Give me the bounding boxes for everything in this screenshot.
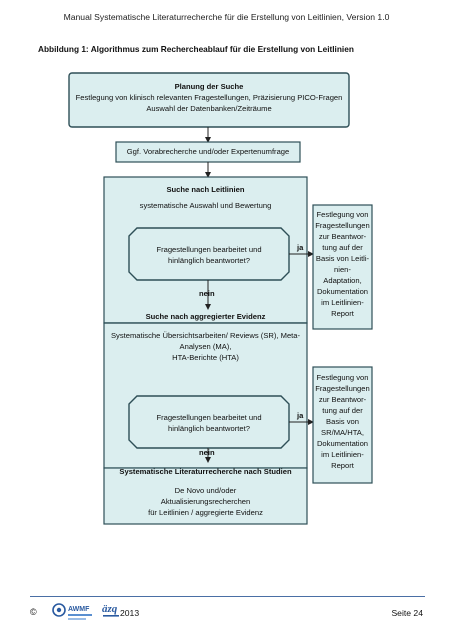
- side-note-2: Festlegung von Fragestellungen zur Beant…: [313, 372, 372, 471]
- decision-2-shape: [128, 395, 290, 449]
- decision-1-line-2: hinlänglich beantwortet?: [168, 256, 250, 265]
- side-note-1-line: Dokumentation: [316, 287, 369, 296]
- side-note-1-line: Basis von Leitli-: [315, 254, 370, 263]
- decision-2-line-1: Fragestellungen bearbeitet und: [156, 413, 262, 422]
- aggregated-search-title: Suche nach aggregierter Evidenz: [145, 312, 266, 321]
- side-note-1-line: tung auf der: [322, 243, 363, 252]
- aezq-logo-icon: äzq: [102, 603, 119, 617]
- side-note-1-line: Festlegung von: [316, 210, 369, 219]
- side-box-1: [312, 204, 373, 330]
- figure-caption: Abbildung 1: Algorithmus zum Rechercheab…: [38, 44, 354, 54]
- decision-2-line-2: hinlänglich beantwortet?: [168, 424, 250, 433]
- planning-box: [68, 72, 350, 128]
- side-note-2-line: im Leitlinien-: [321, 450, 364, 459]
- aggregated-search-line-2: Analysen (MA),: [179, 342, 232, 351]
- side-note-2-line: Basis von: [326, 417, 359, 426]
- side-note-1-line: Adaptation,: [323, 276, 362, 285]
- svg-text:AWMF: AWMF: [68, 606, 90, 613]
- planning-line-1: Festlegung von klinisch relevanten Frage…: [75, 93, 343, 102]
- planning-box-text: Planung der Suche Festlegung von klinisc…: [69, 81, 349, 114]
- decision-1-shape: [128, 227, 290, 281]
- copyright-symbol: ©: [30, 607, 37, 617]
- decision-2-text: Fragestellungen bearbeitet und hinlängli…: [129, 412, 289, 434]
- side-note-2-line: Festlegung von: [316, 373, 369, 382]
- decision-1-text: Fragestellungen bearbeitet und hinlängli…: [129, 244, 289, 266]
- aggregated-search-line-3: HTA-Berichte (HTA): [172, 353, 239, 362]
- literature-search-line-3: für Leitlinien / aggregierte Evidenz: [148, 508, 263, 517]
- side-note-1-line: Fragestellungen: [315, 221, 370, 230]
- page-number: Seite 24: [391, 608, 423, 618]
- document-header: Manual Systematische Literaturrecherche …: [63, 12, 390, 22]
- side-note-2-line: Fragestellungen: [315, 384, 370, 393]
- literature-search-line-2: Aktualisierungsrecherchen: [160, 497, 251, 506]
- side-note-2-line: Dokumentation: [316, 439, 369, 448]
- aggregated-search-line-1: Systematische Übersichtsarbeiten/ Review…: [110, 331, 301, 340]
- yes-label-2: ja: [297, 411, 304, 420]
- awmf-logo-icon: AWMF: [52, 603, 92, 620]
- side-note-2-line: zur Beantwor-: [318, 395, 367, 404]
- side-box-2: [312, 366, 373, 484]
- guideline-search-title: Suche nach Leitlinien: [166, 185, 245, 194]
- no-label-2: nein: [199, 448, 215, 457]
- side-note-2-line: tung auf der: [322, 406, 363, 415]
- side-note-2-line: Report: [331, 461, 354, 470]
- side-note-1-line: zur Beantwor-: [318, 232, 367, 241]
- prior-search-text: Ggf. Vorabrecherche und/oder Expertenumf…: [126, 147, 290, 156]
- literature-search-line-1: De Novo und/oder: [174, 486, 237, 495]
- side-note-2-line: SR/MA/HTA,: [321, 428, 364, 437]
- yes-label-1: ja: [297, 243, 304, 252]
- aggregated-search-text: Suche nach aggregierter Evidenz Systemat…: [104, 311, 307, 363]
- svg-text:äzq: äzq: [102, 603, 118, 615]
- planning-line-2: Auswahl der Datenbanken/Zeiträume: [146, 104, 272, 113]
- literature-search-text: Systematische Literaturrecherche nach St…: [104, 466, 307, 518]
- side-note-1: Festlegung von Fragestellungen zur Beant…: [313, 209, 372, 319]
- guideline-search-subtitle: systematische Auswahl und Bewertung: [139, 201, 272, 210]
- footer-rule: [30, 596, 425, 597]
- decision-1-line-1: Fragestellungen bearbeitet und: [156, 245, 262, 254]
- no-label-1: nein: [199, 289, 215, 298]
- side-note-1-line: im Leitlinien-: [321, 298, 364, 307]
- side-note-1-line: Report: [331, 309, 354, 318]
- literature-search-title: Systematische Literaturrecherche nach St…: [119, 467, 292, 476]
- footer-year: 2013: [120, 608, 140, 618]
- literature-search-box: [103, 467, 308, 525]
- guideline-search-text: Suche nach Leitlinien systematische Ausw…: [104, 184, 307, 211]
- side-note-1-line: nien-: [334, 265, 351, 274]
- planning-title: Planung der Suche: [174, 82, 244, 91]
